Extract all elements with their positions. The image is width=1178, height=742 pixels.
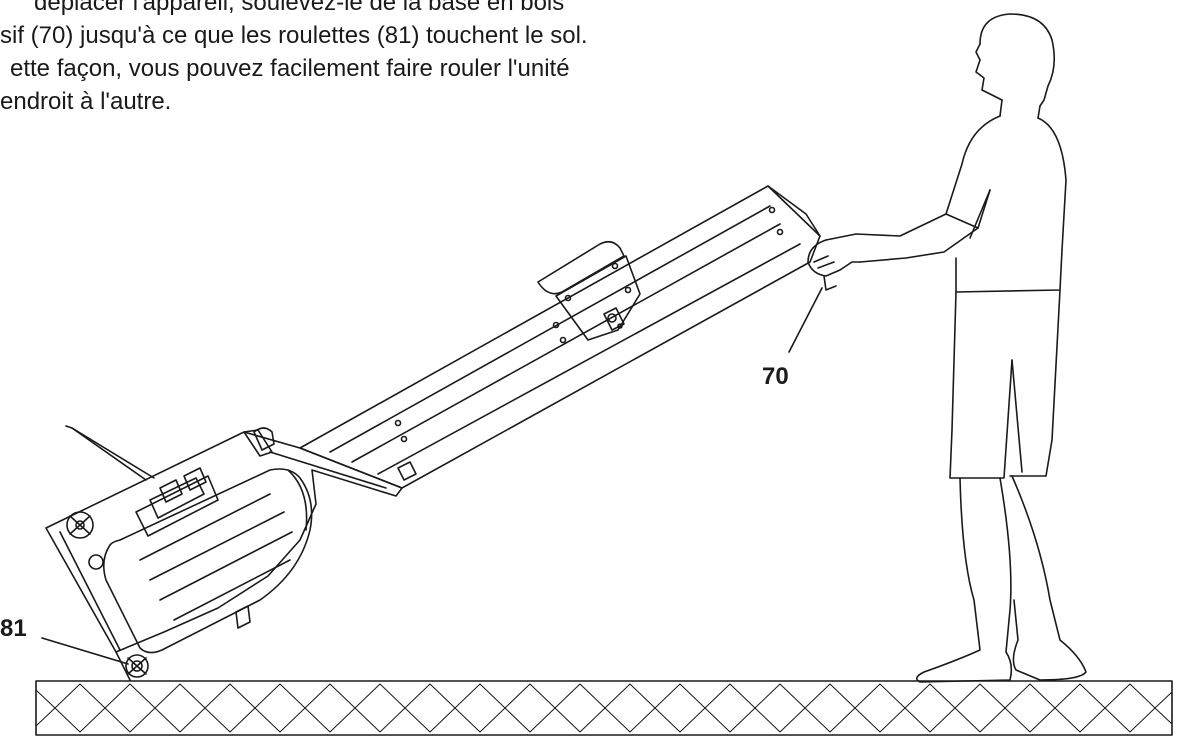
rowing-rail: [299, 185, 821, 489]
floor: [35, 680, 1173, 736]
instruction-line-3: ette façon, vous pouvez facilement faire…: [10, 55, 570, 82]
callout-leader-81: [41, 637, 129, 665]
floor-wheel: [125, 654, 149, 678]
person-figure: [807, 13, 1087, 683]
instruction-text: déplacer l'appareil, soulevez-le de la b…: [0, 0, 720, 118]
instruction-line-4: endroit à l'autre.: [0, 88, 172, 115]
instruction-line-1: déplacer l'appareil, soulevez-le de la b…: [34, 0, 565, 16]
front-wheel: [66, 511, 104, 570]
seat: [537, 240, 641, 341]
callout-label-81: 81: [0, 615, 27, 642]
water-tank-frame: [45, 427, 403, 681]
instruction-line-2: sif (70) jusqu'à ce que les roulettes (8…: [0, 22, 588, 49]
callout-label-70: 70: [762, 363, 789, 390]
callout-leader-70: [788, 287, 823, 353]
monitor-arm: [65, 425, 155, 481]
